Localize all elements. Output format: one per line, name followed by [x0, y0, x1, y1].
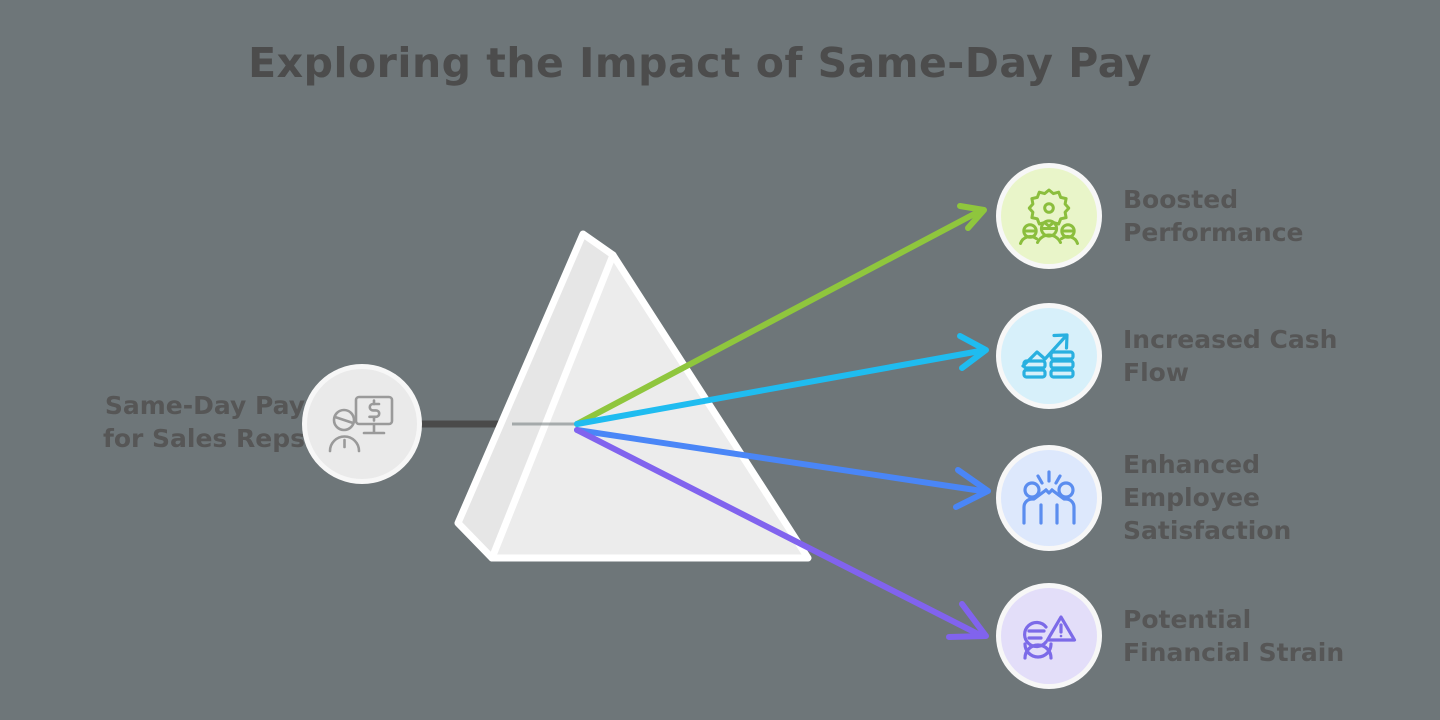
outcome-label-3-line2: Employee: [1123, 483, 1260, 512]
person-monitor-dollar-icon: [328, 395, 394, 453]
outcome-badge-4: [1001, 588, 1097, 684]
ray-enhanced-employee-satisfaction: [574, 427, 991, 510]
outcome-label-4-line2: Financial Strain: [1123, 638, 1345, 667]
ray-boosted-performance: [574, 203, 987, 427]
outcome-label-4: Potential Financial Strain: [1123, 603, 1344, 669]
outcome-label-1-line1: Boosted: [1123, 185, 1239, 214]
source-label-line1: Same-Day Pay: [104, 391, 305, 420]
outcome-label-4-line1: Potential: [1123, 605, 1252, 634]
outcome-boosted-performance[interactable]: Boosted Performance: [1001, 168, 1303, 264]
outcome-label-1-line2: Performance: [1123, 218, 1304, 247]
outcome-label-3-line1: Enhanced: [1123, 450, 1261, 479]
outcome-label-3: Enhanced Employee Satisfaction: [1123, 448, 1291, 547]
growth-arrow-coins-icon: [1021, 333, 1075, 379]
outcome-label-2: Increased Cash Flow: [1123, 323, 1337, 389]
outcome-label-2-line2: Flow: [1123, 358, 1189, 387]
outcome-potential-financial-strain[interactable]: Potential Financial Strain: [1001, 588, 1344, 684]
outcome-badge-3: [1001, 449, 1097, 546]
outcome-badge-2: [1001, 308, 1097, 404]
outcome-increased-cash-flow[interactable]: Increased Cash Flow: [1001, 308, 1337, 404]
ray-potential-financial-strain: [574, 427, 989, 640]
prism-inner-edge: [488, 251, 617, 562]
prism-edge-outline: [454, 230, 812, 562]
gear-team-icon: [1019, 188, 1079, 245]
source-label-line2: for Sales Reps: [102, 424, 305, 453]
outcome-enhanced-employee-satisfaction[interactable]: Enhanced Employee Satisfaction: [1001, 448, 1291, 547]
source-label: Same-Day Pay for Sales Reps: [20, 389, 305, 455]
source-badge[interactable]: [307, 369, 417, 479]
outcome-label-1: Boosted Performance: [1123, 183, 1303, 249]
outcome-badge-1: [1001, 168, 1097, 264]
ray-increased-cash-flow: [574, 333, 989, 427]
page-title: Exploring the Impact of Same-Day Pay: [248, 39, 1152, 87]
people-high-five-icon: [1022, 469, 1076, 525]
prism-front-face: [492, 255, 808, 558]
prism-left-face: [458, 234, 613, 558]
outcome-label-2-line1: Increased Cash: [1123, 325, 1338, 354]
outcome-label-3-line3: Satisfaction: [1123, 516, 1292, 545]
currency-warning-icon: [1023, 615, 1077, 660]
